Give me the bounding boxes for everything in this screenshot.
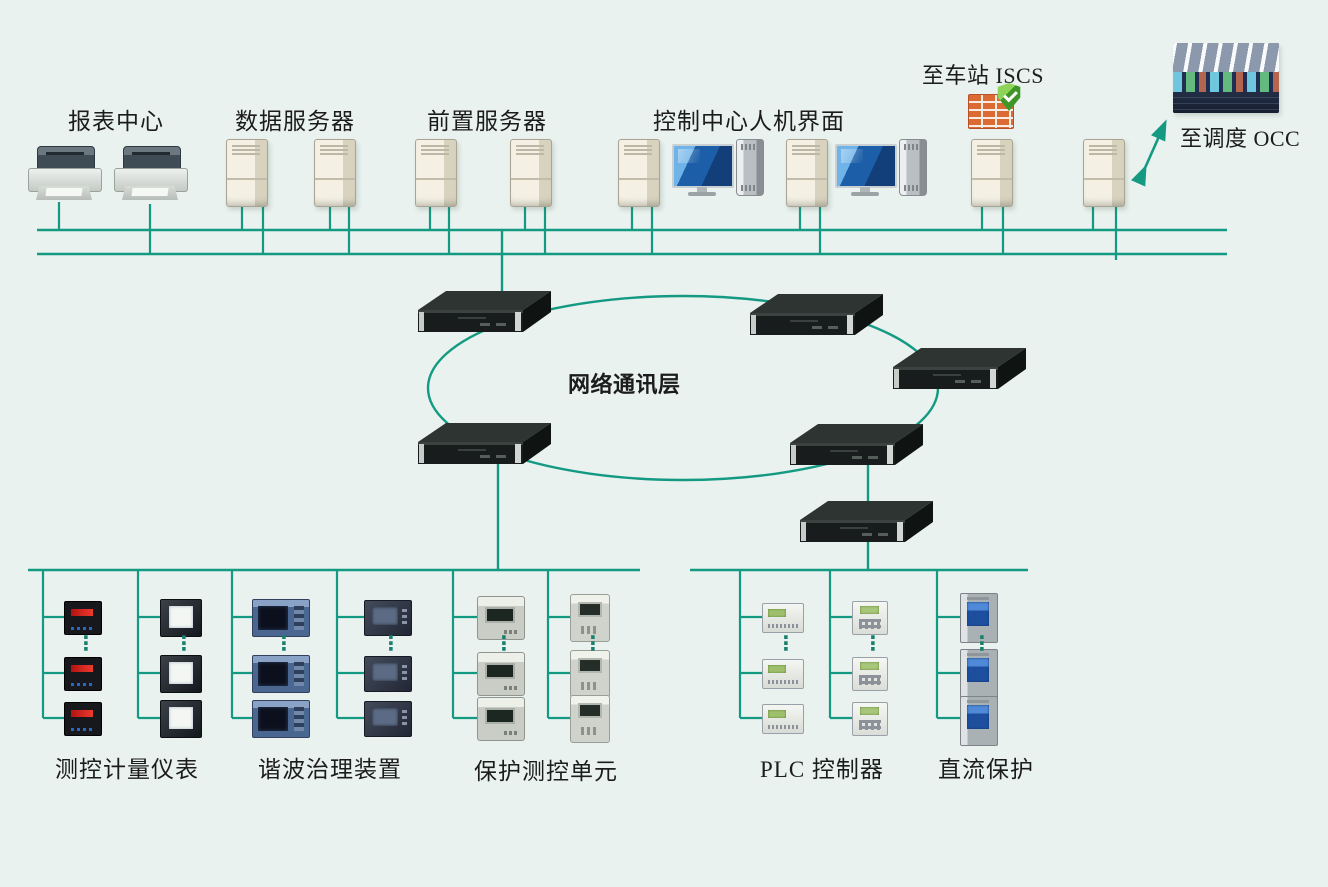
shield-icon [997,83,1021,111]
top-device-drops [57,201,1118,260]
label-report-center: 报表中心 [68,109,164,134]
ethernet-switch [790,424,923,465]
plc-controller-icon [762,704,804,734]
harmonic-device-icon [252,655,310,693]
harmonic-device-icon [364,656,412,692]
front-server-tower-icon [510,139,552,207]
monitor-screen [835,144,897,188]
hmi-server-tower-icon [618,139,660,207]
plc-controller-icon [852,702,888,736]
occ-link-arrow [1131,119,1167,187]
label-data-server: 数据服务器 [235,109,355,134]
label-front-server: 前置服务器 [427,109,547,134]
label-protection: 保护测控单元 [474,759,618,784]
data-server-tower-icon [226,139,268,207]
protection-unit-icon [477,652,525,696]
label-network-layer: 网络通讯层 [568,372,681,397]
monitor-base [688,192,716,196]
harmonic-device-icon [364,701,412,737]
monitor-stand [860,187,870,193]
label-dc: 直流保护 [938,757,1034,782]
metering-instrument-icon [160,599,202,637]
label-station-iscs: 至车站 ISCS [922,63,1044,88]
protection-unit-icon [570,650,610,698]
plc-controller-icon [852,657,888,691]
protection-unit-icon [477,697,525,741]
report-printer-icon [28,146,102,202]
printer-paper [131,188,169,196]
label-hmi: 控制中心人机界面 [653,109,845,134]
ethernet-switch [893,348,1026,389]
ethernet-switch [750,294,883,335]
workstation-tower-icon [899,139,927,196]
more-devices-ellipsis: ⋮ [776,631,796,655]
dc-protection-icon [960,649,998,699]
more-devices-ellipsis: ⋮ [583,631,603,655]
protection-unit-icon [570,594,610,642]
printer-paper [45,188,83,196]
metering-instrument-icon [160,700,202,738]
monitor-base [851,192,879,196]
dc-protection-icon [960,593,998,643]
report-printer-icon [114,146,188,202]
label-plc: PLC 控制器 [760,757,884,782]
protection-unit-icon [570,695,610,743]
ethernet-switch [418,423,551,464]
more-devices-ellipsis: ⋮ [381,631,401,655]
more-devices-ellipsis: ⋮ [972,631,992,655]
iscs-gateway-server-icon [971,139,1013,207]
photo-screen-wall [1173,72,1279,92]
protection-unit-icon [477,596,525,640]
hmi-monitor-icon [835,144,899,196]
photo-ceiling-lights [1173,43,1279,73]
photo-floor [1173,92,1279,113]
more-devices-ellipsis: ⋮ [494,631,514,655]
front-server-tower-icon [415,139,457,207]
harmonic-device-icon [252,700,310,738]
plc-controller-icon [762,603,804,633]
top-dual-bus [37,228,1227,256]
data-server-tower-icon [314,139,356,207]
occ-control-room-photo [1173,43,1279,113]
monitor-stand [697,187,707,193]
plc-controller-icon [852,601,888,635]
hmi-monitor-icon [672,144,736,196]
monitor-screen [672,144,734,188]
ethernet-switch [418,291,551,332]
more-devices-ellipsis: ⋮ [863,631,883,655]
label-metering: 测控计量仪表 [55,757,199,782]
harmonic-device-icon [252,599,310,637]
more-devices-ellipsis: ⋮ [76,631,96,655]
more-devices-ellipsis: ⋮ [174,631,194,655]
ethernet-switch [800,501,933,542]
dc-protection-icon [960,696,998,746]
hmi-server-tower-icon [786,139,828,207]
metering-instrument-icon [160,655,202,693]
metering-instrument-icon [64,657,102,691]
occ-gateway-server-icon [1083,139,1125,207]
firewall-icon [968,83,1021,129]
workstation-tower-icon [736,139,764,196]
metering-instrument-icon [64,601,102,635]
more-devices-ellipsis: ⋮ [274,631,294,655]
plc-controller-icon [762,659,804,689]
field-column-wiring [41,570,962,720]
metering-instrument-icon [64,702,102,736]
label-harmonic: 谐波治理装置 [258,757,402,782]
harmonic-device-icon [364,600,412,636]
label-dispatch-occ: 至调度 OCC [1180,126,1301,151]
